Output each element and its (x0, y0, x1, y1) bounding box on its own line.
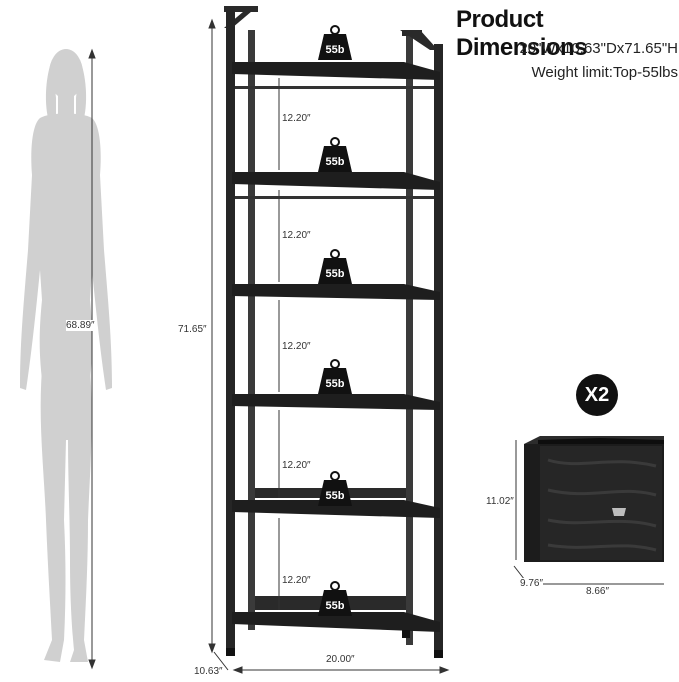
shelf-gap-label: 12.20″ (282, 230, 311, 241)
shelf-height-label: 71.65″ (178, 324, 207, 335)
bin-width-label: 8.66″ (586, 586, 610, 597)
weight-badge-label: 55b (325, 44, 345, 56)
shelf-width-arrow (232, 666, 450, 674)
weight-badge-label: 55b (325, 490, 345, 502)
weight-limit-text: Weight limit:Top-55lbs (531, 64, 678, 81)
weight-badge-label: 55b (325, 378, 345, 390)
quantity-badge: X2 (576, 374, 618, 416)
bin-depth-label: 9.76″ (520, 578, 544, 589)
page-title: Product Dimensions (456, 6, 588, 61)
weight-badge-label: 55b (325, 268, 345, 280)
shelf-width-label: 20.00″ (326, 654, 355, 665)
shelf-gap-label: 12.20″ (282, 460, 311, 471)
human-height-arrow (88, 48, 96, 670)
shelf-gap-label: 12.20″ (282, 113, 311, 124)
weight-badge-label: 55b (325, 156, 345, 168)
storage-bin (524, 436, 664, 562)
bookshelf (224, 6, 443, 658)
bin-height-label: 11.02″ (486, 496, 514, 507)
human-height-label: 68.89″ (66, 320, 95, 331)
product-size-text: 20"Wx10.63"Dx71.65"H (519, 40, 678, 57)
shelf-gap-label: 12.20″ (282, 575, 311, 586)
shelf-depth-arrow (213, 651, 229, 671)
human-silhouette (20, 49, 112, 662)
shelf-depth-label: 10.63″ (194, 666, 223, 677)
shelf-height-arrow (208, 18, 216, 654)
weight-badge-label: 55b (325, 600, 345, 612)
shelf-gap-label: 12.20″ (282, 341, 311, 352)
weight-badge-shapes (318, 25, 352, 616)
